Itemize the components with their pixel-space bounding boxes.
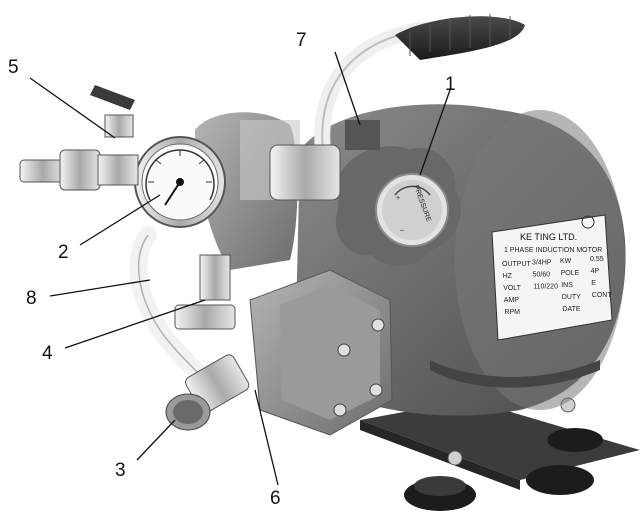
leader-4 [64,299,206,349]
leader-2 [79,194,161,246]
intake-strainer [165,354,250,431]
nameplate-cell: DUTY [562,294,581,301]
nameplate-maker: KE TING LTD. [520,232,577,242]
nameplate-cell: 110/220 [533,283,558,290]
leader-3 [136,419,176,461]
leader-5 [29,77,116,139]
knob-plus: + [396,195,400,202]
nameplate-cell: E [591,280,596,287]
nameplate-cell: INS [561,282,573,289]
ul-mark [581,215,595,229]
callout-6: 6 [270,488,281,509]
base-plate [360,400,640,490]
motor-nameplate: KE TING LTD. 1 PHASE INDUCTION MOTOR OUT… [491,214,613,341]
nameplate-cell: 3/4HP [532,259,552,266]
leader-6 [254,389,279,486]
nameplate-cell: DATE [562,306,580,313]
pressure-knob: + – PRESSURE [335,146,461,266]
nameplate-cell: CONT [592,292,613,299]
callout-7: 7 [296,30,307,51]
nameplate-cell: POLE [561,270,580,277]
handle-clamp [269,120,380,201]
nameplate-cell: HZ [503,273,513,280]
nameplate-cell: 50/60 [533,271,551,278]
nameplate-motor: 1 PHASE INDUCTION MOTOR [504,247,602,254]
callout-3: 3 [115,460,126,481]
intake-hose [129,226,214,389]
carry-handle [314,14,525,173]
leader-lines [29,51,451,486]
nameplate-cell: 0.55 [590,256,604,263]
outlet-fitting [19,149,139,191]
callout-1: 1 [445,74,456,95]
pump-end-cover [249,269,393,436]
rubber-feet [404,428,603,511]
callout-5: 5 [8,57,19,78]
knob-minus: – [400,227,404,234]
nameplate-cell: 4P [591,268,600,275]
nameplate-cell: AMP [504,297,520,304]
ball-valve [90,85,135,138]
nameplate-cell: KW [560,258,572,265]
callout-2: 2 [58,242,69,263]
pressure-gauge [134,136,226,228]
leader-8 [49,279,151,297]
callout-numbers: 1 2 3 4 5 6 7 8 [8,30,456,509]
callout-8: 8 [26,288,37,309]
leader-7 [334,51,361,126]
nameplate-cell: RPM [504,309,520,316]
nameplate-cell: OUTPUT [502,261,532,268]
leader-1 [419,89,451,176]
pressure-port [174,254,236,330]
nameplate-cell: VOLT [503,285,521,292]
callout-4: 4 [42,343,53,364]
